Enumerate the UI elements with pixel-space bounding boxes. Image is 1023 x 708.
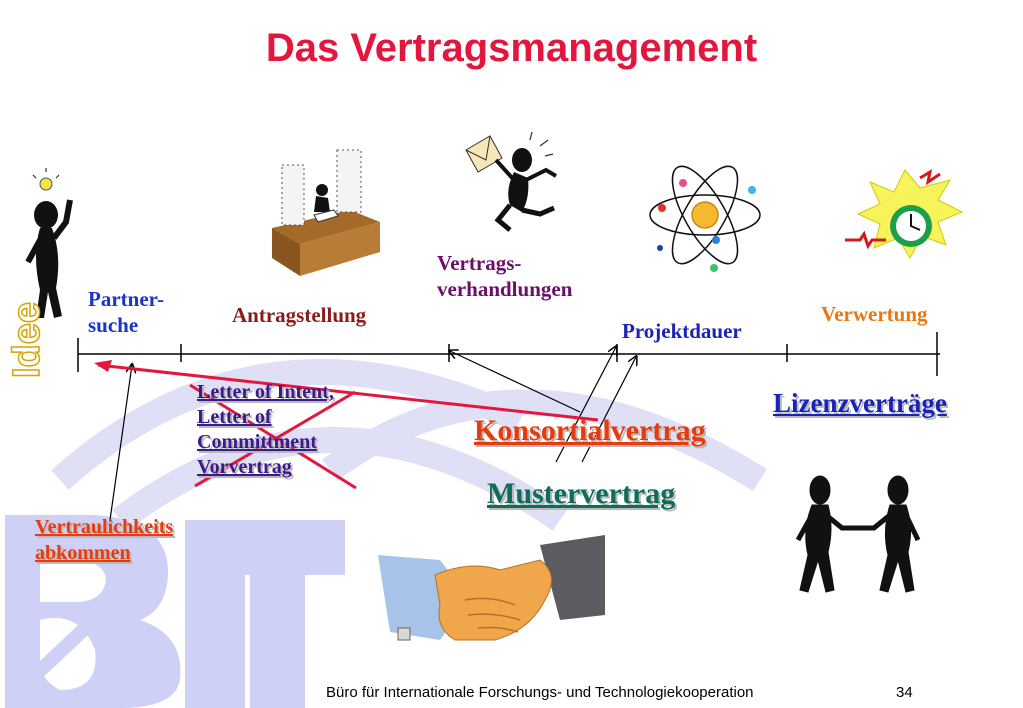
phase-verwertung: Verwertung [821,302,928,326]
phase-vertragsverhandlungen-line1: Vertrags- [437,251,522,275]
phase-partnersuche-line1: Partner- [88,287,165,311]
footer-organisation: Büro für Internationale Forschungs- und … [326,684,754,701]
doc-committment: Committment [197,431,317,453]
atom-icon [649,165,761,272]
doc-letter-of-intent: Letter of Intent, [197,381,334,403]
phase-vertragsverhandlungen-line2: verhandlungen [437,277,573,301]
vertraulichkeit-line1: Vertraulichkeits [35,516,174,538]
phase-partnersuche-line2: suche [88,313,139,337]
mustervertrag-link[interactable]: Mustervertrag [487,477,676,510]
vertraulichkeitsabkommen-link[interactable]: Vertraulichkeits abkommen [35,514,173,566]
red-arrow [94,360,599,422]
vertraulichkeit-line2: abkommen [35,542,131,564]
crossed-out-documents: Letter of Intent, Letter of Committment … [197,380,334,480]
idea-person-icon [25,168,73,318]
phase-projektdauer: Projektdauer [622,319,742,343]
phase-antragstellung: Antragstellung [232,303,367,327]
phase-partnersuche: Partner- suche [88,286,164,338]
mail-person-icon [465,131,558,232]
black-arrows [109,347,636,521]
two-people-handshake-icon [795,475,921,593]
doc-vorvertrag: Vorvertrag [197,456,292,478]
alarm-clock-icon [845,168,964,260]
konsortialvertrag-link[interactable]: Konsortialvertrag [474,414,706,447]
handshake-icon [378,535,605,641]
desk-paper-stacks-icon [272,149,380,276]
lizenzvertraege-link[interactable]: Lizenzverträge [773,388,947,418]
page-title: Das Vertragsmanagement [265,26,758,70]
start-label-idee: Idee [5,301,49,379]
phase-vertragsverhandlungen: Vertrags- verhandlungen [437,250,572,302]
timeline-axis [77,332,940,376]
footer-page-number: 34 [896,684,913,701]
cross-out-mark [189,383,357,490]
doc-letter-of: Letter of [197,406,272,428]
